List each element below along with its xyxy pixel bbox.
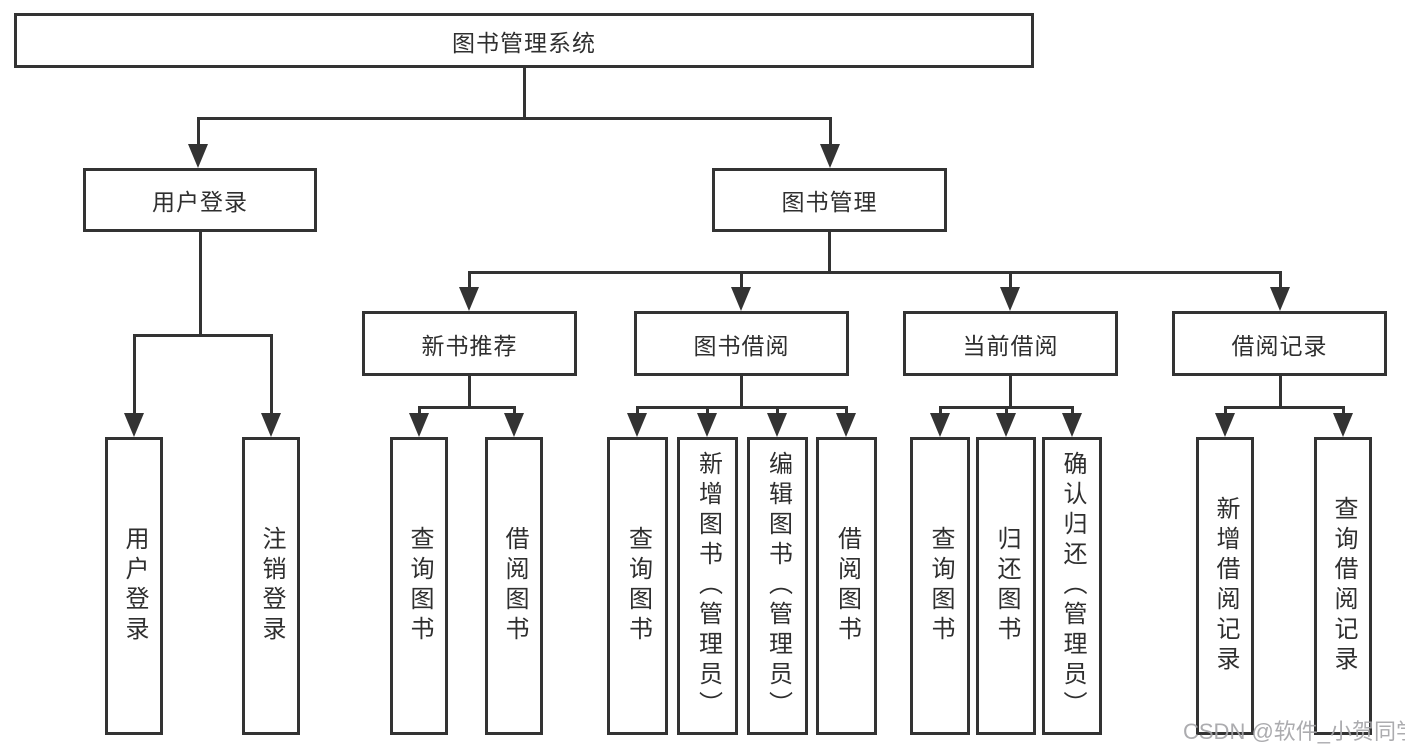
connector-l3-drop-2 <box>740 271 743 289</box>
node-current-borrow-label: 当前借阅 <box>962 332 1059 359</box>
node-book-borrow-label: 图书借阅 <box>693 332 790 359</box>
connector-borrow-bar <box>636 406 847 409</box>
connector-records-leaf1-drop <box>1224 406 1227 418</box>
node-borrow-records-label: 借阅记录 <box>1231 332 1328 359</box>
leaf-borrow-query-label: 查询图书 <box>624 526 652 646</box>
arrowhead-borrow-leaf4 <box>836 413 856 437</box>
connector-l3-drop-4 <box>1279 271 1282 289</box>
connector-l3-drop-1 <box>468 271 471 289</box>
leaf-records-add-label: 新增借阅记录 <box>1212 496 1239 676</box>
connector-login-leaf2-drop <box>270 334 273 416</box>
node-new-book-recommend: 新书推荐 <box>362 311 577 376</box>
connector-current-leaf2-drop <box>1005 406 1008 418</box>
node-library-system: 图书管理系统 <box>14 13 1034 68</box>
leaf-current-query-label: 查询图书 <box>927 526 954 646</box>
arrowhead-to-book-borrow <box>731 287 751 311</box>
arrowhead-to-login-leaf1 <box>124 413 144 437</box>
connector-records-leaf2-drop <box>1342 406 1345 418</box>
leaf-newbook-query: 查询图书 <box>390 437 448 735</box>
leaf-current-confirm-admin: 确认归还（管理员） <box>1042 437 1102 735</box>
node-new-book-recommend-label: 新书推荐 <box>421 332 518 359</box>
arrowhead-to-borrow-records <box>1270 287 1290 311</box>
leaf-current-return-label: 归还图书 <box>993 526 1020 646</box>
node-borrow-records: 借阅记录 <box>1172 311 1387 376</box>
leaf-borrow-add-admin: 新增图书（管理员） <box>677 437 738 735</box>
arrowhead-borrow-leaf2 <box>697 413 717 437</box>
connector-mgmt-stem <box>828 232 831 273</box>
connector-level3-bar <box>468 271 1281 274</box>
connector-borrow-leaf4-drop <box>845 406 848 418</box>
arrowhead-current-leaf2 <box>996 413 1016 437</box>
leaf-borrow-edit-admin: 编辑图书（管理员） <box>747 437 808 735</box>
node-current-borrow: 当前借阅 <box>903 311 1118 376</box>
leaf-records-query-label: 查询借阅记录 <box>1330 496 1357 676</box>
connector-login-bar <box>133 334 272 337</box>
leaf-records-query: 查询借阅记录 <box>1314 437 1372 735</box>
leaf-records-add: 新增借阅记录 <box>1196 437 1254 735</box>
connector-login-stem <box>199 232 202 336</box>
leaf-borrow-book-label: 借阅图书 <box>833 526 861 646</box>
arrowhead-to-new-book <box>459 287 479 311</box>
arrowhead-current-leaf3 <box>1062 413 1082 437</box>
connector-borrow-leaf3-drop <box>776 406 779 418</box>
connector-records-bar <box>1224 406 1344 409</box>
connector-current-leaf1-drop <box>939 406 942 418</box>
connector-l3-drop-3 <box>1009 271 1012 289</box>
connector-newbook-leaf2-drop <box>513 406 516 418</box>
node-user-login-label: 用户登录 <box>152 189 248 215</box>
arrowhead-newbook-leaf1 <box>409 413 429 437</box>
leaf-user-login-label: 用户登录 <box>121 526 148 646</box>
connector-level2-bar <box>197 117 831 120</box>
connector-login-drop <box>197 117 200 149</box>
node-library-system-label: 图书管理系统 <box>452 29 596 56</box>
connector-borrow-stem <box>740 376 743 409</box>
leaf-current-query: 查询图书 <box>910 437 970 735</box>
connector-newbook-stem <box>468 376 471 409</box>
connector-login-leaf1-drop <box>133 334 136 416</box>
connector-mgmt-drop <box>829 117 832 149</box>
leaf-newbook-query-label: 查询图书 <box>406 526 433 646</box>
arrowhead-records-leaf2 <box>1333 413 1353 437</box>
node-book-management-label: 图书管理 <box>781 189 878 215</box>
connector-newbook-bar <box>418 406 515 409</box>
leaf-logout: 注销登录 <box>242 437 300 735</box>
connector-newbook-leaf1-drop <box>418 406 421 418</box>
arrowhead-newbook-leaf2 <box>504 413 524 437</box>
leaf-borrow-query: 查询图书 <box>607 437 668 735</box>
connector-records-stem <box>1279 376 1282 409</box>
arrowhead-to-book-mgmt <box>820 144 840 168</box>
leaf-current-return: 归还图书 <box>976 437 1036 735</box>
leaf-newbook-borrow-label: 借阅图书 <box>501 526 528 646</box>
node-user-login: 用户登录 <box>83 168 317 232</box>
arrowhead-to-current-borrow <box>1000 287 1020 311</box>
connector-root-stem <box>523 68 526 119</box>
leaf-user-login: 用户登录 <box>105 437 163 735</box>
connector-current-stem <box>1009 376 1012 409</box>
arrowhead-to-user-login <box>188 144 208 168</box>
node-book-borrow: 图书借阅 <box>634 311 849 376</box>
node-book-management: 图书管理 <box>712 168 947 232</box>
arrowhead-to-login-leaf2 <box>261 413 281 437</box>
arrowhead-records-leaf1 <box>1215 413 1235 437</box>
connector-borrow-leaf1-drop <box>636 406 639 418</box>
arrowhead-borrow-leaf1 <box>627 413 647 437</box>
csdn-watermark: CSDN @软件_小贺同学 <box>1183 719 1405 744</box>
leaf-borrow-add-admin-label: 新增图书（管理员） <box>694 451 722 721</box>
arrowhead-borrow-leaf3 <box>767 413 787 437</box>
leaf-logout-label: 注销登录 <box>258 526 285 646</box>
leaf-newbook-borrow: 借阅图书 <box>485 437 543 735</box>
leaf-borrow-book: 借阅图书 <box>816 437 877 735</box>
connector-borrow-leaf2-drop <box>706 406 709 418</box>
connector-current-leaf3-drop <box>1071 406 1074 418</box>
leaf-borrow-edit-admin-label: 编辑图书（管理员） <box>764 451 792 721</box>
arrowhead-current-leaf1 <box>930 413 950 437</box>
leaf-current-confirm-admin-label: 确认归还（管理员） <box>1059 451 1086 721</box>
